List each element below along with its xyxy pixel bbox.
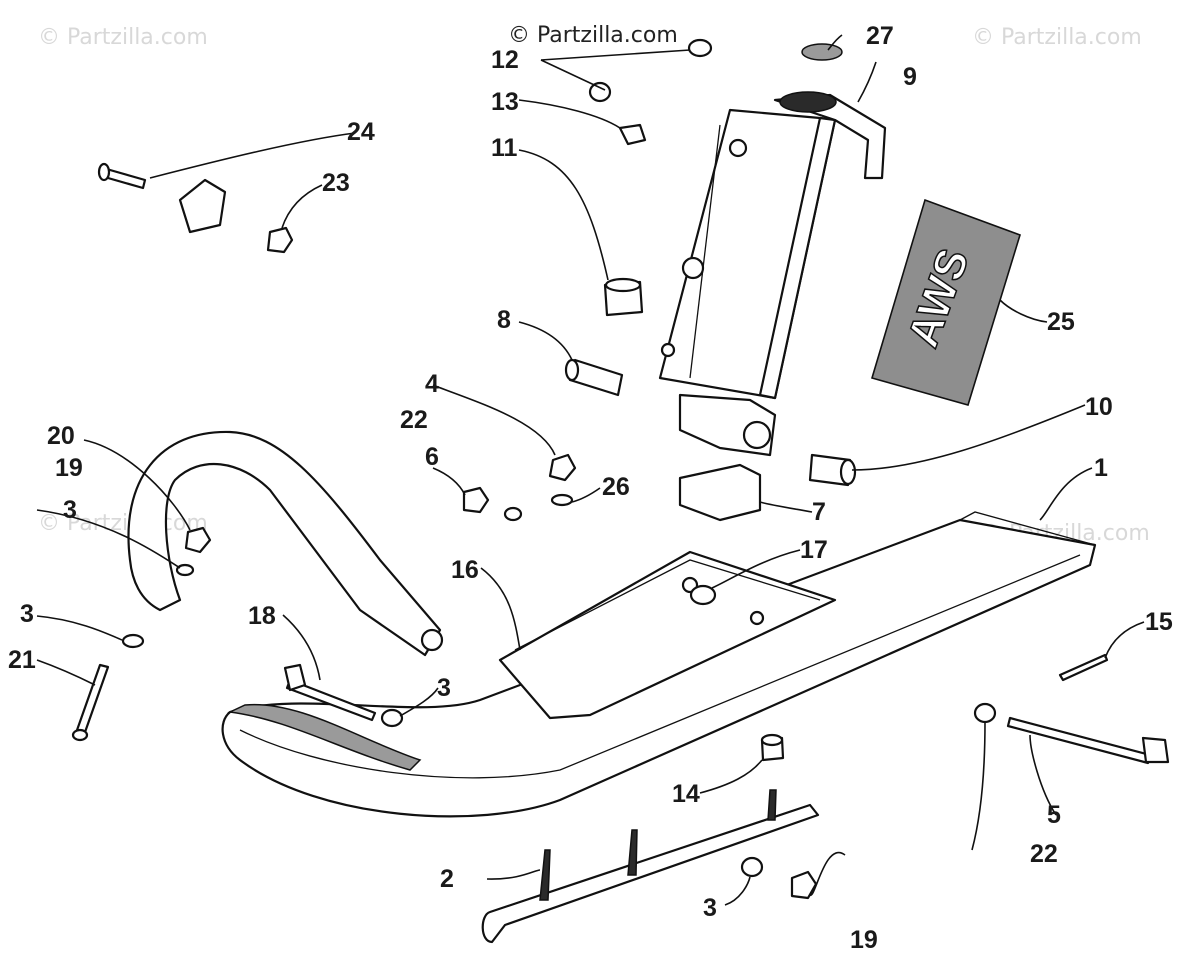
bushing-8-part: [564, 358, 624, 397]
callout-3-bottom: 3: [703, 894, 717, 922]
callout-13: 13: [491, 88, 519, 116]
watermark-top-left: © Partzilla.com: [38, 25, 208, 50]
watermark-top-right: © Partzilla.com: [972, 25, 1142, 50]
callout-22-upper: 22: [400, 406, 428, 434]
hardware-parts: [71, 38, 1170, 900]
callout-19-upper: 19: [55, 454, 83, 482]
pivot-block-part: [678, 463, 762, 522]
callout-7: 7: [812, 498, 826, 526]
callout-19-bottom: 19: [850, 926, 878, 954]
wear-bar-part: [481, 789, 820, 944]
callout-labels: 1 2 3 3 3 3 4 5 6 7 8 9 10 11 12 13 14 1…: [8, 22, 1173, 954]
callout-8: 8: [497, 306, 511, 334]
callout-3-left: 3: [20, 600, 34, 628]
callout-25: 25: [1047, 308, 1075, 336]
callout-4: 4: [425, 370, 439, 398]
callout-14: 14: [672, 780, 700, 808]
callout-3-upper: 3: [63, 496, 77, 524]
callout-3-bolt: 3: [437, 674, 451, 702]
loop-handle-part: [127, 430, 444, 657]
callout-9: 9: [903, 63, 917, 91]
leader-lines: [36, 34, 1145, 906]
bushing-11-part: [603, 277, 644, 317]
aws-decal-part: AWS: [871, 198, 1021, 406]
callout-11: 11: [491, 134, 518, 162]
callout-10: 10: [1085, 393, 1113, 421]
callout-5: 5: [1047, 801, 1061, 829]
callout-2: 2: [440, 865, 454, 893]
bushing-10-part: [808, 453, 857, 487]
callout-12: 12: [491, 46, 519, 74]
callout-18: 18: [248, 602, 276, 630]
callout-17: 17: [800, 536, 828, 564]
callout-24: 24: [347, 118, 375, 146]
callout-27: 27: [866, 22, 894, 50]
callout-23: 23: [322, 169, 350, 197]
spindle-housing-part: [658, 91, 887, 400]
callout-22-bottom: 22: [1030, 840, 1058, 868]
callout-6: 6: [425, 443, 439, 471]
callout-26: 26: [602, 473, 630, 501]
callout-15: 15: [1145, 608, 1173, 636]
callout-20: 20: [47, 422, 75, 450]
watermark-top-center: © Partzilla.com: [508, 23, 678, 48]
callout-1: 1: [1094, 454, 1108, 482]
callout-16: 16: [451, 556, 479, 584]
spindle-lower-part: [678, 393, 777, 457]
callout-21: 21: [8, 646, 36, 674]
